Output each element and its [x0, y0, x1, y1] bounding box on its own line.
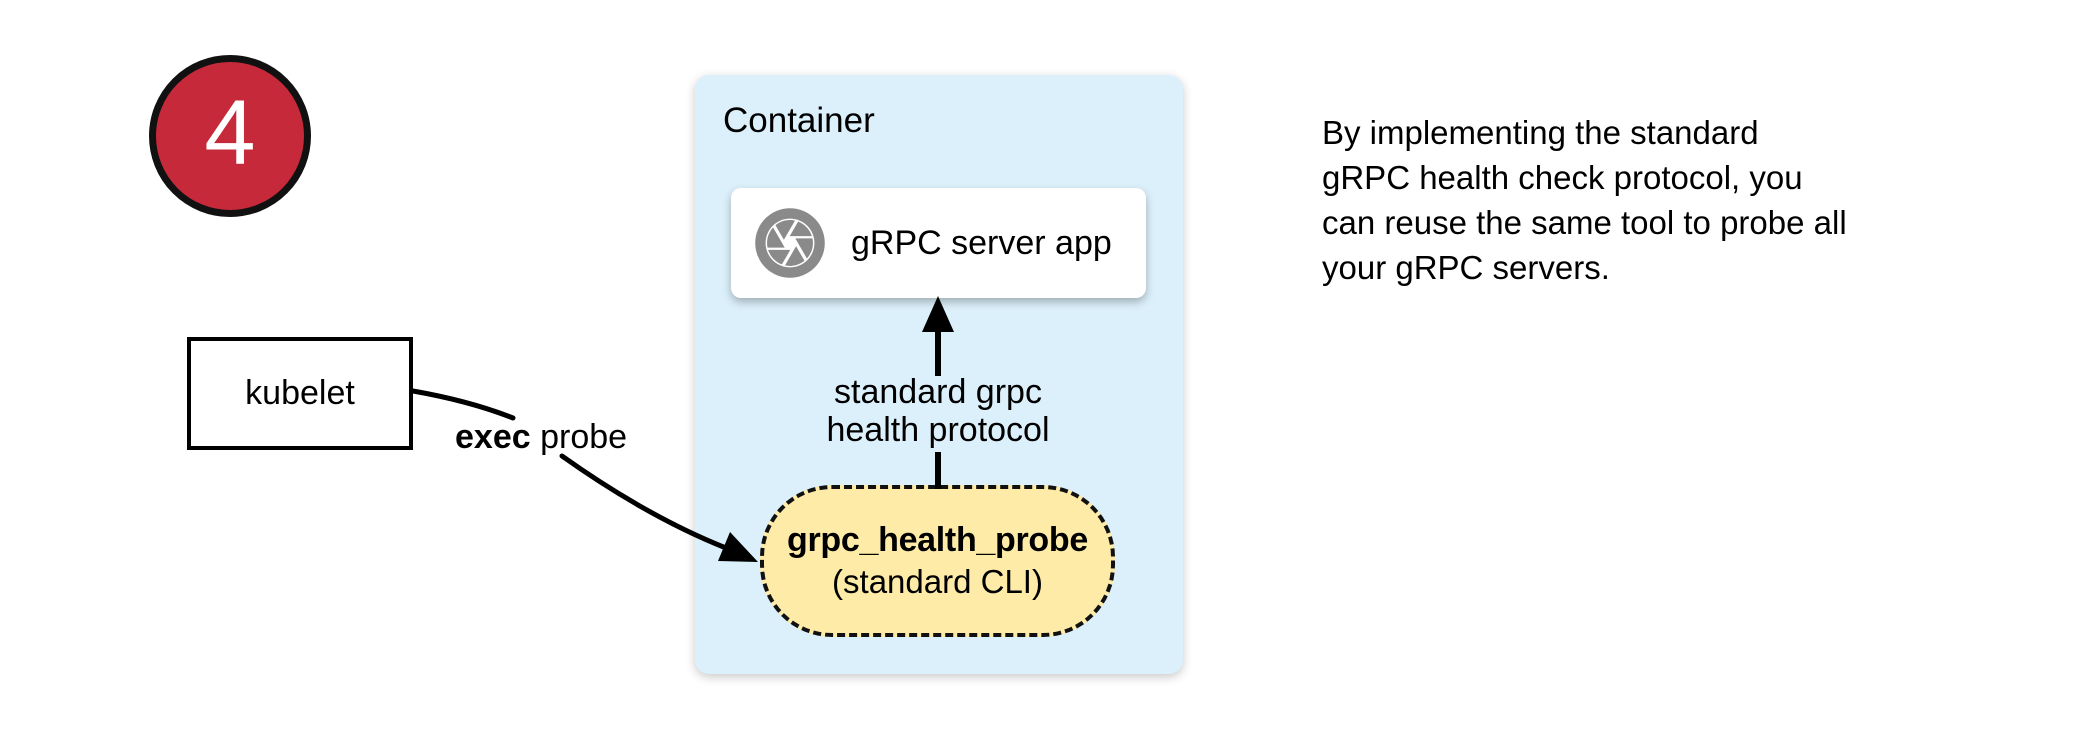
- caption-text: By implementing the standard gRPC health…: [1322, 114, 1847, 286]
- grpc-health-probe-subtitle: (standard CLI): [832, 563, 1043, 600]
- grpc-server-app-label: gRPC server app: [851, 223, 1112, 262]
- exec-probe-label: exec probe: [455, 418, 627, 457]
- exec-probe-label-bold: exec: [455, 418, 531, 456]
- grpc-health-probe-title: grpc_health_probe: [787, 521, 1088, 559]
- kubelet-node: kubelet: [187, 337, 413, 450]
- grpc-server-app-node: gRPC server app: [731, 188, 1146, 298]
- kubelet-label: kubelet: [245, 374, 355, 412]
- step-number: 4: [204, 82, 256, 184]
- grpc-shutter-icon: [755, 208, 825, 278]
- container-title: Container: [723, 101, 875, 140]
- container-group: Container gRPC server app standard grpc …: [695, 75, 1183, 674]
- health-protocol-label: standard grpc health protocol: [826, 373, 1050, 449]
- exec-probe-label-rest: probe: [530, 418, 628, 456]
- step-badge: 4: [149, 55, 311, 217]
- grpc-health-probe-node: grpc_health_probe (standard CLI): [760, 485, 1115, 637]
